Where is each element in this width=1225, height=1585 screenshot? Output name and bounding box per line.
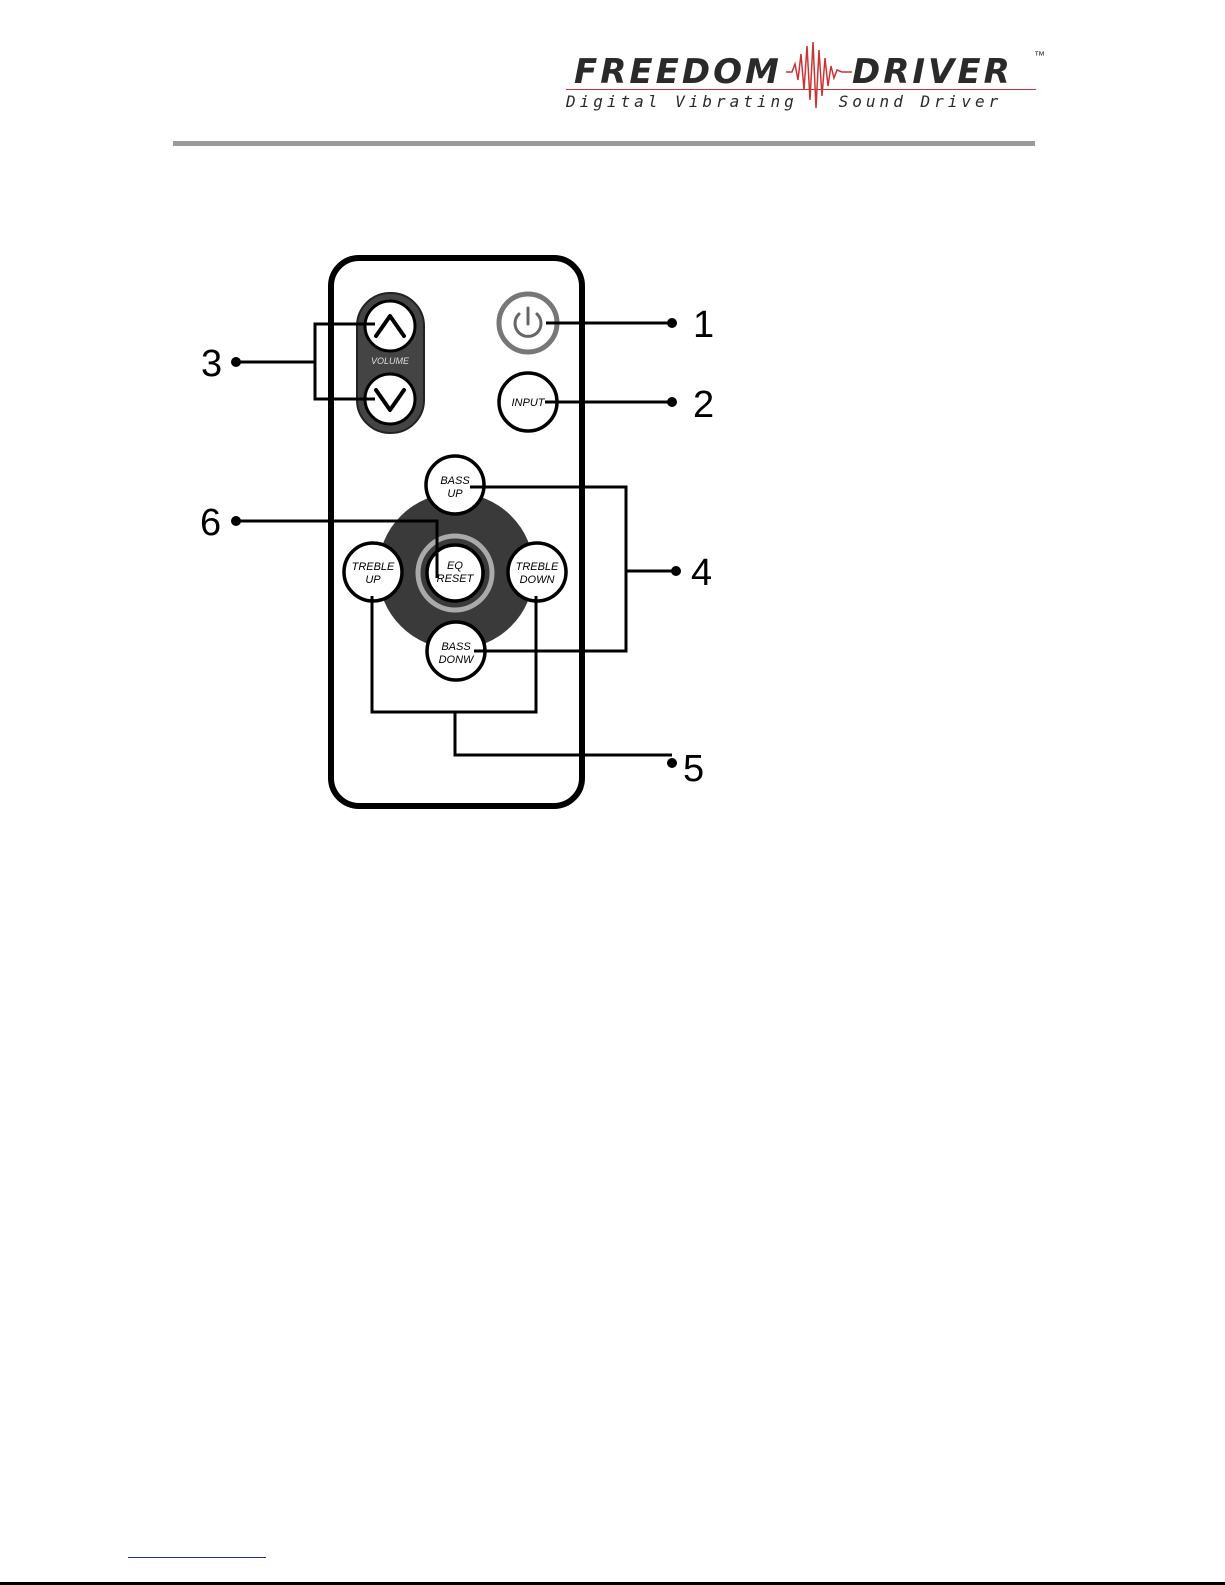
callout-dot-6 [231,516,241,526]
treble-up-label-line2: UP [365,574,381,586]
bass-up-label-line2: UP [447,488,463,500]
callout-dot-3 [231,357,241,367]
callout-3: 3 [201,343,222,385]
treble-up-label-line1: TREBLE [352,561,395,573]
volume-label: VOLUME [371,356,410,366]
callout-4: 4 [691,552,712,594]
callout-dot-4 [671,566,681,576]
callout-dot-1 [667,318,677,328]
eq-reset-label-line2: RESET [437,573,475,585]
treble-down-label-line1: TREBLE [516,561,559,573]
callout-1: 1 [693,304,714,346]
bass-down-label-line2: DONW [439,654,475,666]
callout-dot-5 [667,758,677,768]
input-label: INPUT [512,397,546,409]
volume-up-button[interactable] [365,301,415,351]
callout-dot-2 [667,397,677,407]
eq-reset-label-line1: EQ [447,560,463,572]
callout-5: 5 [683,748,704,790]
bass-up-label-line1: BASS [440,475,470,487]
callout-2: 2 [693,384,714,426]
callout-6: 6 [200,502,221,544]
remote-diagram: VOLUME INPUT BASS UP BASS DONW TREBLE UP… [0,0,1225,900]
footnote-rule [128,1557,266,1558]
treble-down-label-line2: DOWN [520,574,555,586]
bass-down-label-line1: BASS [441,641,471,653]
